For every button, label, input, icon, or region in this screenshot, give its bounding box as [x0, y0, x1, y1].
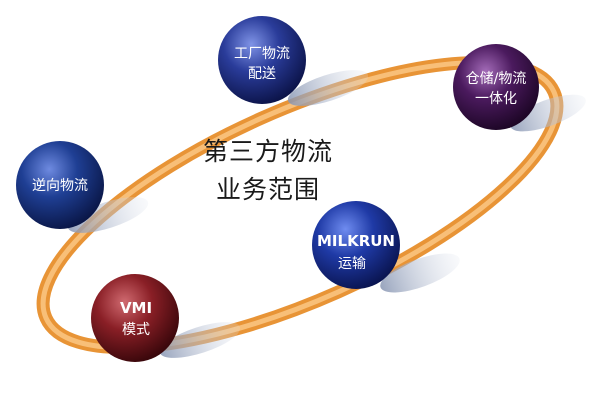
center-title-line1: 第三方物流 [203, 137, 333, 166]
node-vmi-circle [91, 274, 179, 362]
node-factory-line2: 配送 [248, 66, 276, 82]
node-factory-circle [218, 16, 306, 104]
shadow-reverse [67, 197, 149, 233]
node-factory-line1: 工厂物流 [234, 46, 290, 62]
shadow-vmi [159, 322, 241, 358]
node-vmi-line1: VMI [120, 299, 152, 317]
node-vmi-line2: 模式 [122, 322, 150, 338]
orbit-ring [36, 55, 564, 355]
node-shadows [67, 70, 586, 358]
node-vmi[interactable]: VMI 模式 [91, 274, 179, 362]
node-warehouse-line2: 一体化 [475, 91, 517, 107]
node-warehouse[interactable]: 仓储/物流 一体化 [453, 44, 539, 130]
node-reverse-line1: 逆向物流 [32, 178, 88, 194]
node-factory[interactable]: 工厂物流 配送 [218, 16, 306, 104]
node-warehouse-circle [453, 44, 539, 130]
node-milkrun-line2: 运输 [338, 256, 366, 272]
node-milkrun-circle [312, 201, 400, 289]
shadow-factory [287, 70, 369, 106]
shadow-warehouse [510, 94, 586, 132]
node-reverse-circle [16, 141, 104, 229]
node-milkrun[interactable]: MILKRUN 运输 [312, 201, 400, 289]
center-title-line2: 业务范围 [216, 175, 320, 204]
node-reverse[interactable]: 逆向物流 [16, 141, 104, 229]
orbit-ring-highlight [40, 59, 560, 351]
shadow-milkrun [380, 253, 460, 293]
node-warehouse-line1: 仓储/物流 [466, 71, 527, 87]
node-milkrun-line1: MILKRUN [317, 232, 395, 250]
center-title: 第三方物流 业务范围 [203, 137, 333, 204]
